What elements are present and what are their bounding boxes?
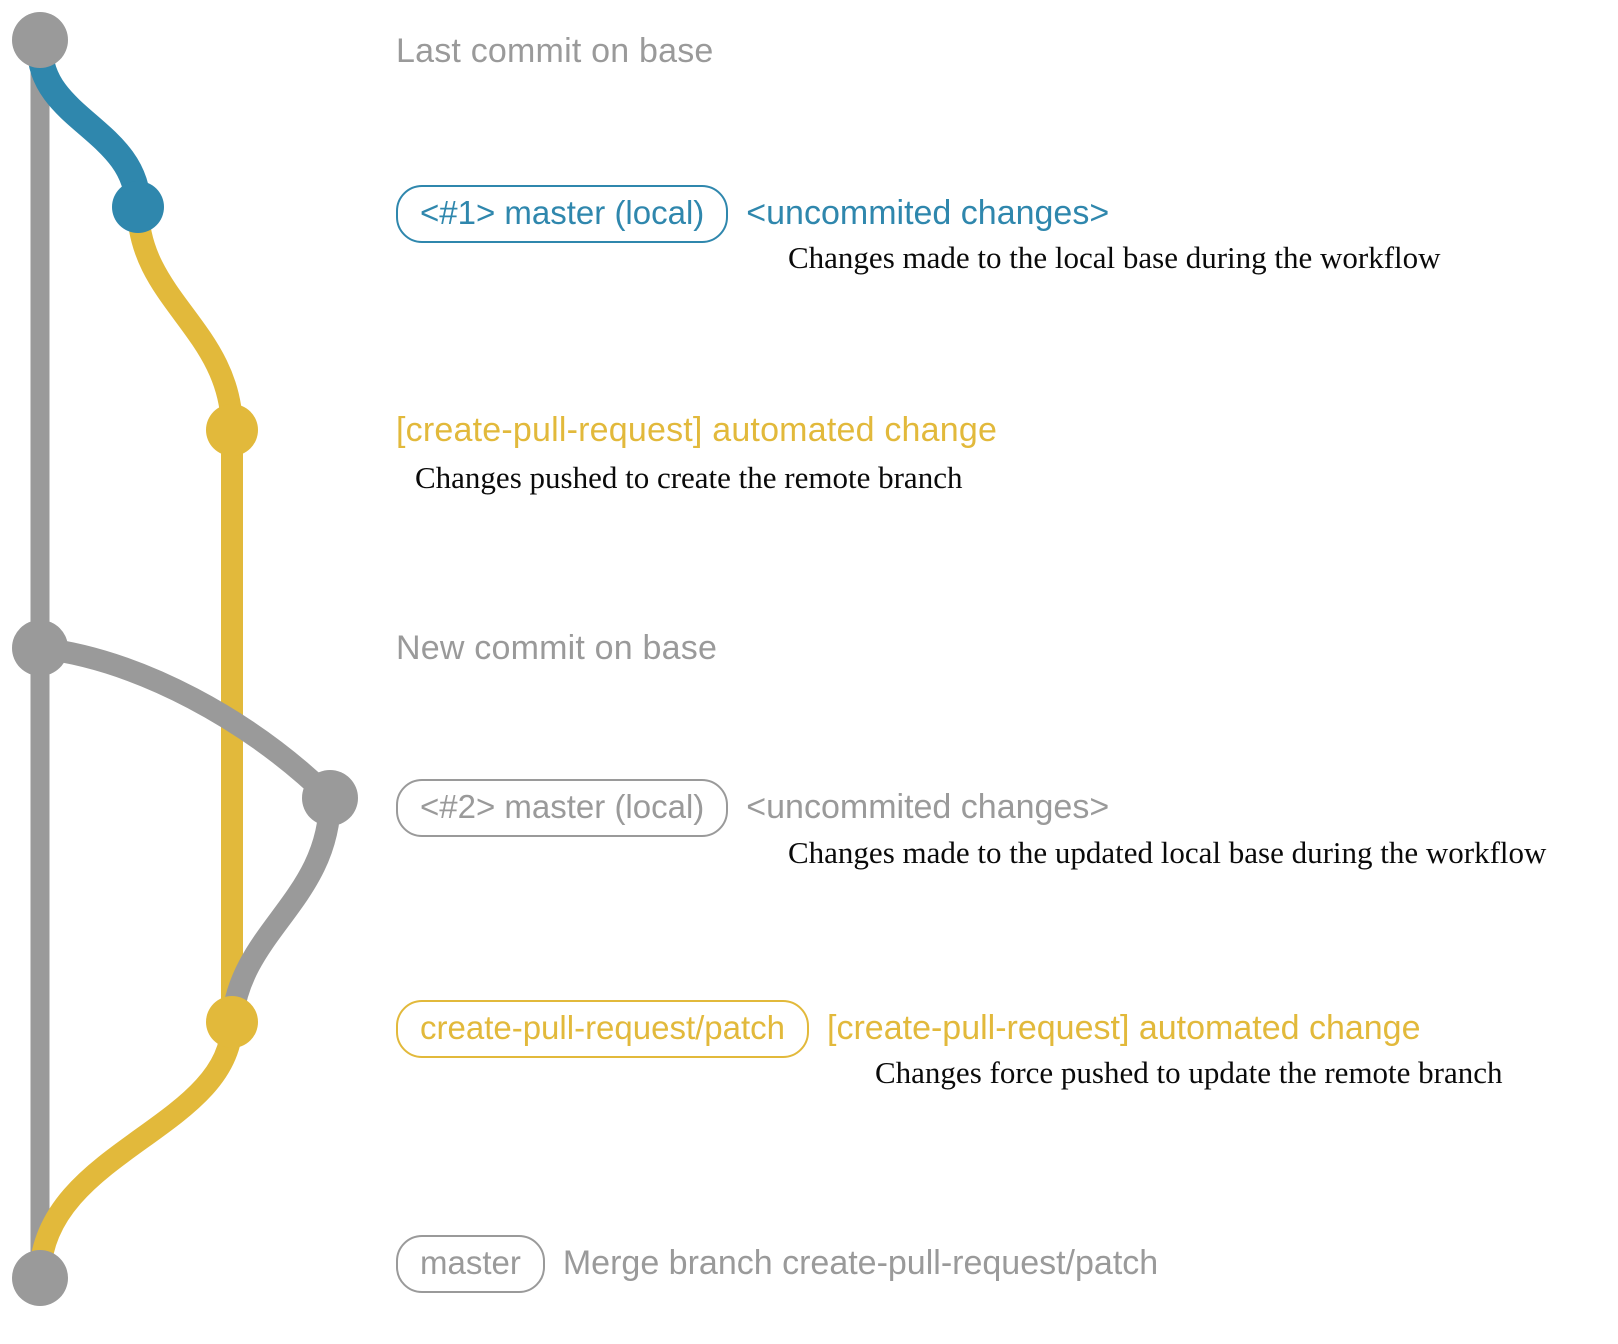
commit-description-local-1: Changes made to the local base during th… [788, 240, 1441, 275]
commit-node-patch-2[interactable] [206, 996, 258, 1048]
branch-badge-patch-2[interactable]: create-pull-request/patch [396, 1000, 810, 1058]
entry-merge-commit: master Merge branch create-pull-request/… [396, 1235, 1158, 1293]
entry-new-commit-on-base: New commit on base [396, 629, 717, 668]
commit-title-new-commit-on-base: New commit on base [396, 629, 718, 667]
commit-message-patch-2: [create-pull-request] automated change [827, 1009, 1421, 1048]
commit-title-patch-1: [create-pull-request] automated change [396, 411, 998, 449]
commit-node-local-1[interactable] [112, 181, 164, 233]
commit-node-merge[interactable] [12, 1250, 68, 1306]
branch-line-local2-to-patch2 [221, 787, 341, 1033]
branch-line-patch2-to-merge [29, 1011, 243, 1289]
entry-local-commit-2: <#2> master (local) <uncommited changes> [396, 779, 1109, 837]
branch-line-local-2 [29, 637, 341, 809]
commit-node-patch-1[interactable] [206, 404, 258, 456]
commit-message-local-1: <uncommited changes> [746, 194, 1110, 233]
commit-message-local-2: <uncommited changes> [746, 788, 1110, 827]
branch-line-local-1 [27, 35, 151, 220]
branch-badge-master[interactable]: master [396, 1235, 545, 1293]
branch-badge-local-1[interactable]: <#1> master (local) [396, 185, 729, 243]
commit-message-merge: Merge branch create-pull-request/patch [562, 1244, 1159, 1283]
commit-description-patch-2: Changes force pushed to update the remot… [875, 1055, 1503, 1090]
commit-title-last-commit-on-base: Last commit on base [396, 32, 714, 70]
commit-description-local-2: Changes made to the updated local base d… [788, 835, 1547, 870]
branch-badge-local-2[interactable]: <#2> master (local) [396, 779, 729, 837]
commit-node-base-new[interactable] [12, 620, 68, 676]
entry-patch-commit-2: create-pull-request/patch [create-pull-r… [396, 1000, 1421, 1058]
entry-last-commit-on-base: Last commit on base [396, 32, 714, 71]
commit-description-patch-1: Changes pushed to create the remote bran… [415, 460, 963, 495]
entry-patch-commit-1: [create-pull-request] automated change [396, 411, 997, 450]
commit-node-base-head[interactable] [12, 12, 68, 68]
entry-local-commit-1: <#1> master (local) <uncommited changes> [396, 185, 1109, 243]
git-graph [12, 12, 358, 1306]
commit-node-local-2[interactable] [302, 770, 358, 826]
